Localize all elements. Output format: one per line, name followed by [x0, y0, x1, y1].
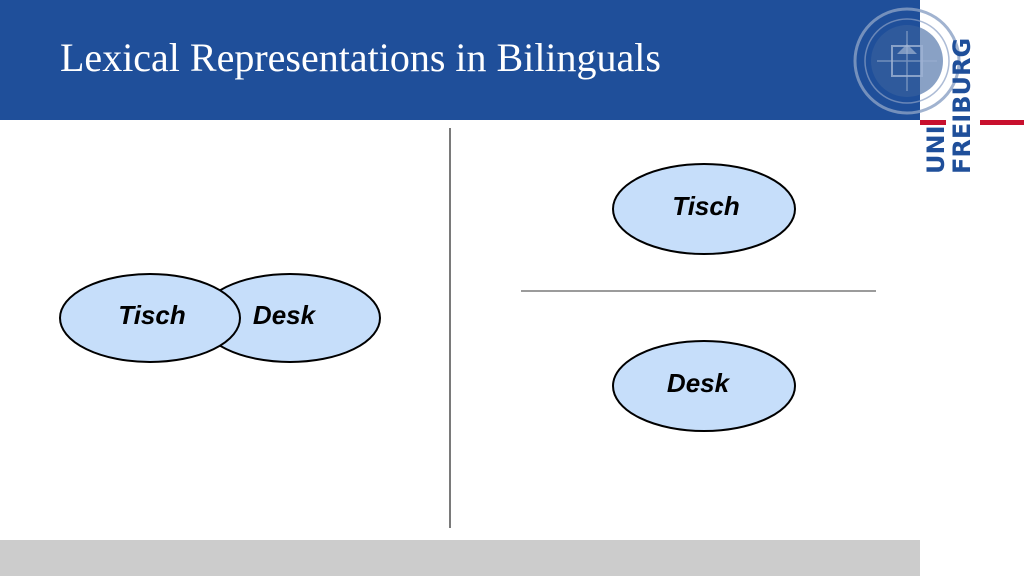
left-tisch-label: Tisch	[118, 300, 185, 330]
uni-freiburg-logo: UNI FREIBURG	[920, 38, 1024, 174]
university-seal-icon	[853, 7, 961, 115]
right-desk-node	[612, 340, 796, 432]
logo-uni-text: UNI	[922, 125, 950, 174]
right-tisch-node	[612, 163, 796, 255]
header-band	[0, 0, 920, 120]
footer-bar	[0, 540, 920, 576]
lexical-diagram: Tisch Desk Tisch Desk	[59, 128, 876, 528]
page-title: Lexical Representations in Bilinguals	[60, 35, 661, 80]
right-tisch-label: Tisch	[672, 191, 739, 221]
right-desk-label: Desk	[667, 368, 731, 398]
left-desk-label: Desk	[253, 300, 317, 330]
logo-freiburg-text: FREIBURG	[948, 38, 976, 174]
left-tisch-node	[59, 273, 241, 363]
